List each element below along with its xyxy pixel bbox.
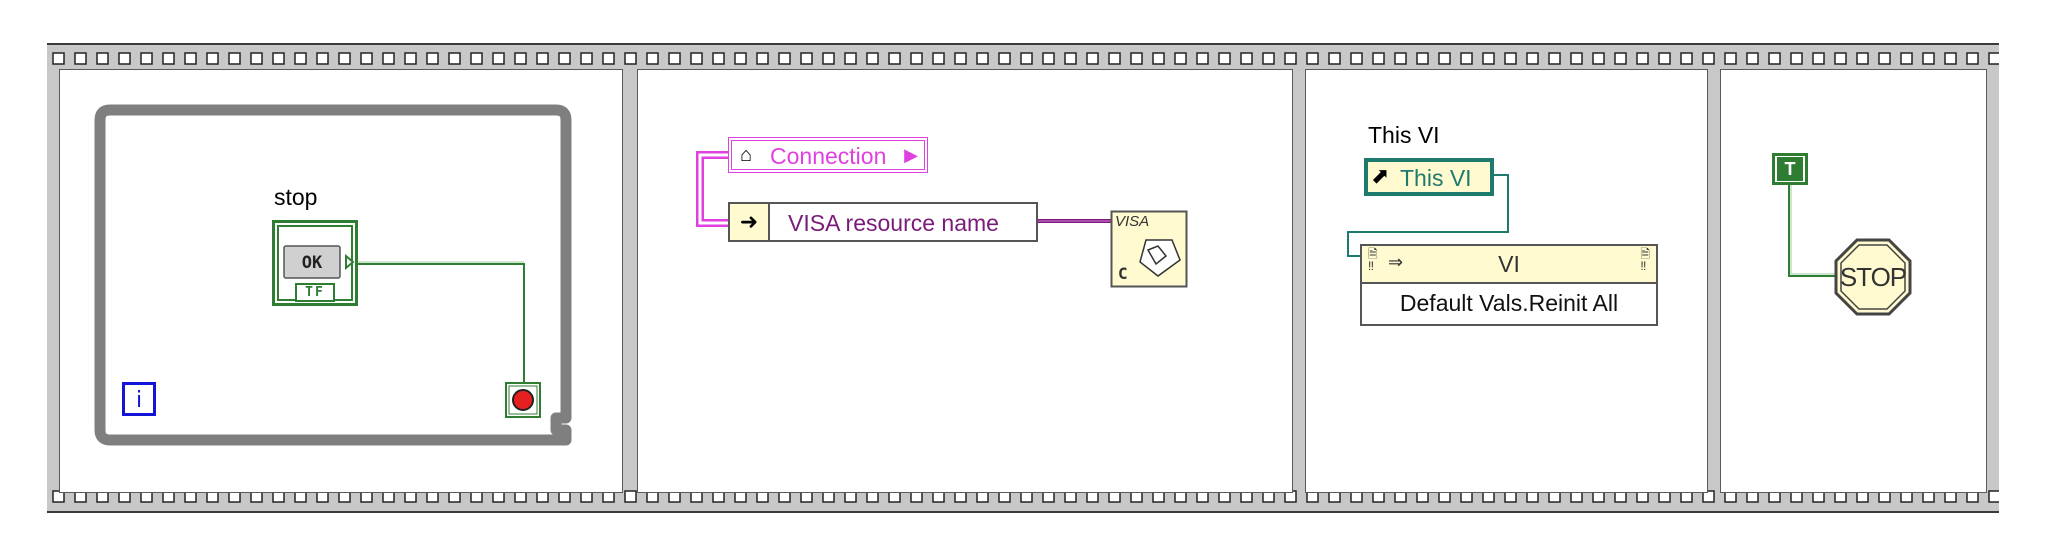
true-constant[interactable]: T bbox=[1772, 153, 1808, 185]
refnum-out-icon: 🗎‼ bbox=[1640, 247, 1650, 273]
ok-button-text: OK bbox=[301, 253, 323, 273]
stop-function-icon[interactable]: STOP bbox=[1834, 238, 1912, 316]
reference-arrow-icon: ⬈ bbox=[1371, 163, 1390, 188]
refnum-in-icon: 🗎‼ bbox=[1368, 247, 1378, 273]
unbundle-by-name[interactable]: ➜ VISA resource name bbox=[728, 202, 1038, 242]
sequence-frame-2[interactable] bbox=[637, 69, 1293, 493]
this-vi-label: This VI bbox=[1368, 122, 1440, 148]
stop-control-label: stop bbox=[274, 184, 318, 210]
stop-button-terminal-graphic bbox=[272, 220, 358, 306]
triangle-right-icon: ▶ bbox=[904, 145, 918, 165]
invoke-node[interactable]: 🗎‼ ⇒ VI 🗎‼ Default Vals.Reinit All bbox=[1360, 244, 1658, 326]
invoke-class-text: VI bbox=[1498, 251, 1520, 277]
this-vi-ref-text: This VI bbox=[1400, 165, 1472, 191]
stop-function-text: STOP bbox=[1839, 262, 1907, 292]
bool-type-text: TF bbox=[305, 285, 325, 300]
stop-condition-graphic bbox=[505, 382, 541, 418]
visa-icon-text: VISA bbox=[1115, 213, 1150, 230]
invoke-node-header: 🗎‼ ⇒ VI 🗎‼ bbox=[1362, 246, 1656, 284]
visa-close-icon[interactable]: VISA C bbox=[1110, 210, 1188, 288]
stop-button-terminal[interactable]: OK TF bbox=[272, 220, 358, 306]
visa-icon-close-letter: C bbox=[1118, 264, 1128, 283]
true-constant-text: T bbox=[1777, 157, 1803, 181]
unbundle-input-arrow-icon: ➜ bbox=[730, 204, 770, 240]
iteration-terminal-text: i bbox=[135, 388, 143, 413]
stop-octagon-graphic bbox=[1834, 238, 1912, 316]
connection-label: Connection bbox=[770, 143, 887, 169]
loop-condition-stop-icon[interactable] bbox=[505, 382, 541, 418]
invoke-method-text: Default Vals.Reinit All bbox=[1399, 290, 1619, 316]
this-vi-reference[interactable]: ⬈ This VI bbox=[1364, 158, 1494, 196]
visa-close-graphic bbox=[1110, 210, 1188, 288]
visa-resource-name-element: VISA resource name bbox=[788, 210, 999, 236]
connection-cluster-control[interactable]: ⌂ Connection ▶ bbox=[728, 137, 928, 173]
error-in-icon: ⇒ bbox=[1388, 252, 1404, 272]
home-icon: ⌂ bbox=[740, 144, 753, 166]
sequence-perforation-top bbox=[47, 49, 1999, 69]
iteration-terminal[interactable]: i bbox=[122, 382, 156, 416]
